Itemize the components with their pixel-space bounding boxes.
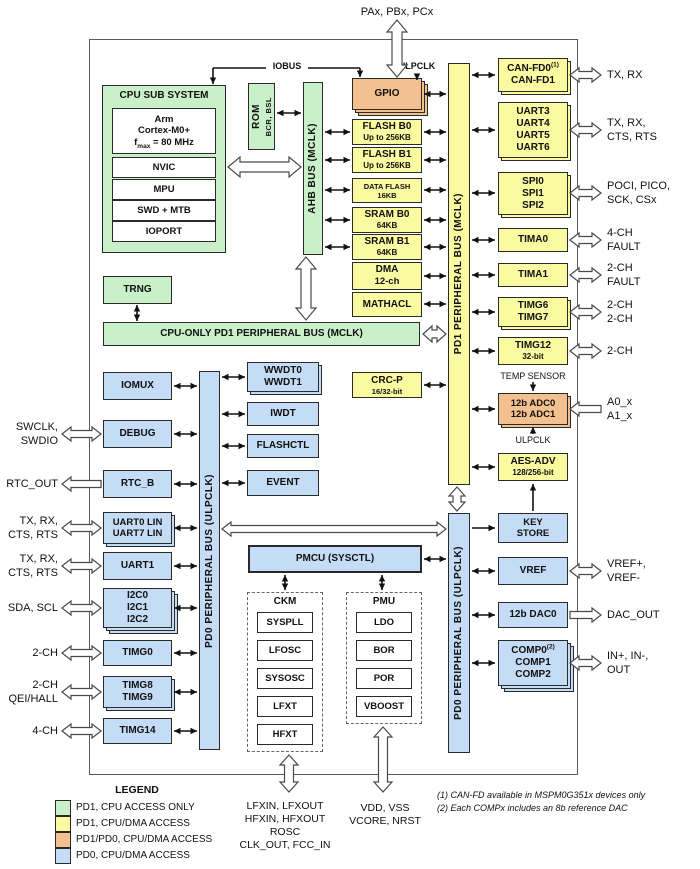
block-mathacl: MATHACL [352, 292, 422, 317]
bus-pd0-right: PD0 PERIPHERAL BUS (ULPCLK) [448, 513, 470, 753]
block-flashctl: FLASHCTL [247, 434, 319, 458]
pins-can: TX, RX [607, 69, 643, 81]
legend-swatch-pd1-pd0 [55, 832, 71, 848]
pins-uart0-7: TX, RX,CTS, RTS [8, 515, 58, 541]
legend-label: PD1, CPU ACCESS ONLY [76, 802, 195, 813]
legend-label: PD1, CPU/DMA ACCESS [76, 818, 190, 829]
ulpclk-adc-label: ULPCLK [515, 435, 551, 445]
block-iomux: IOMUX [103, 372, 172, 400]
block-swd-mtb: SWD + MTB [112, 200, 216, 221]
block-tima0: TIMA0 [498, 228, 568, 252]
pins-rtc: RTC_OUT [6, 478, 58, 490]
ulpclk-top-label: ULPCLK [398, 61, 436, 71]
legend-swatch-pd1-cpu-only [55, 800, 71, 816]
footnotes: (1) CAN-FD available in MSPM0G351x devic… [437, 790, 646, 813]
block-tima1: TIMA1 [498, 263, 568, 287]
block-dac0: 12b DAC0 [498, 602, 568, 628]
pins-i2c: SDA, SCL [7, 602, 58, 614]
block-bor: BOR [356, 640, 412, 661]
block-hfxt: HFXT [257, 724, 313, 745]
block-nvic: NVIC [112, 157, 216, 178]
block-mpu: MPU [112, 179, 216, 200]
block-gpio: GPIO [352, 78, 422, 110]
block-debug: DEBUG [103, 420, 172, 448]
legend-swatch-pd0 [55, 848, 71, 864]
pins-timg12: 2-CH [607, 345, 633, 357]
block-lfosc: LFOSC [257, 640, 313, 661]
pins-debug: SWCLK,SWDIO [15, 421, 58, 447]
block-iwdt: IWDT [247, 402, 319, 426]
pins-spi: POCI, PICO,SCK, CSx [607, 180, 670, 206]
legend-label: PD0, CPU/DMA ACCESS [76, 850, 190, 861]
pins-timg14: 4-CH [32, 725, 58, 737]
block-ldo: LDO [356, 612, 412, 633]
iobus-label: IOBUS [272, 61, 302, 71]
legend-swatch-pd1-cpu-dma [55, 816, 71, 832]
block-vref: VREF [498, 557, 568, 585]
pins-vref: VREF+,VREF- [607, 558, 646, 584]
block-timg14: TIMG14 [103, 718, 172, 744]
pins-uart3456: TX, RX,CTS, RTS [607, 117, 657, 143]
block-pmcu: PMCU (SYSCTL) [248, 545, 422, 573]
block-lfxt: LFXT [257, 696, 313, 717]
temp-sensor-label: TEMP SENSOR [500, 371, 566, 381]
pins-dac: DAC_OUT [607, 609, 660, 621]
cpu-subsystem-title: CPU SUB SYSTEM [119, 90, 209, 101]
legend-title: LEGEND [115, 784, 159, 796]
block-timg0: TIMG0 [103, 640, 172, 666]
pins-uart1: TX, RX,CTS, RTS [8, 553, 58, 579]
block-cpu-core: Arm Cortex-M0+ fmax = 80 MHz [112, 108, 216, 154]
bus-ahb: AHB BUS (MCLK) [303, 82, 323, 255]
cpu-fmax: fmax = 80 MHz [134, 136, 194, 150]
bus-pd0-left: PD0 PERIPHERAL BUS (ULPCLK) [199, 371, 220, 750]
block-event: EVENT [247, 470, 319, 496]
block-can-fd: CAN-FD0(1) CAN-FD1 [498, 58, 568, 92]
pax-pins-label: PAx, PBx, PCx [360, 6, 434, 18]
pins-timg0: 2-CH [32, 647, 58, 659]
block-sysosc: SYSOSC [257, 668, 313, 689]
block-vboost: VBOOST [356, 696, 412, 717]
block-por: POR [356, 668, 412, 689]
block-trng: TRNG [103, 276, 172, 304]
bus-pd1: PD1 PERIPHERAL BUS (MCLK) [448, 63, 470, 485]
block-syspll: SYSPLL [257, 612, 313, 633]
block-rom: ROM BCR, BSL [248, 83, 275, 150]
block-rtc-b: RTC_B [103, 470, 172, 498]
pins-comp: IN+, IN-,OUT [607, 650, 649, 676]
legend-label: PD1/PD0, CPU/DMA ACCESS [76, 834, 213, 845]
bus-cpu-only-pd1: CPU-ONLY PD1 PERIPHERAL BUS (MCLK) [103, 322, 420, 346]
block-ioport: IOPORT [112, 221, 216, 242]
block-uart1: UART1 [103, 552, 172, 580]
